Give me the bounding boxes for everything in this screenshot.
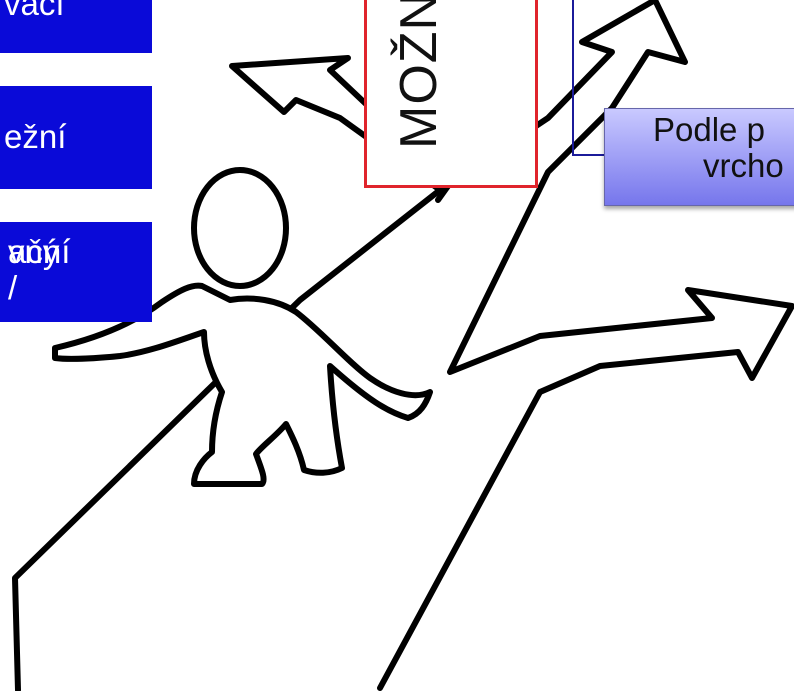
lavender-label-line1: Podle p [653, 111, 765, 148]
blue-label-3-line2: vný [8, 233, 60, 270]
blue-label-2-text: ežní [4, 118, 67, 155]
blue-label-3-line1: ační / [8, 233, 71, 306]
blue-label-box-1: vací [0, 0, 152, 53]
blue-label-1-text: vací [4, 0, 65, 22]
blue-label-box-3: ační / vný [0, 222, 152, 322]
red-label-box: MOŽN [364, 0, 538, 188]
walking-person [52, 167, 433, 487]
blue-label-box-2: ežní [0, 86, 152, 189]
red-label-text: MOŽN [390, 0, 448, 149]
road-segment [435, 183, 451, 203]
lavender-label-box: Podle p vrcho [604, 108, 794, 206]
lavender-label-line2: vrcho [703, 147, 784, 184]
left-arrow-outline [229, 55, 443, 193]
